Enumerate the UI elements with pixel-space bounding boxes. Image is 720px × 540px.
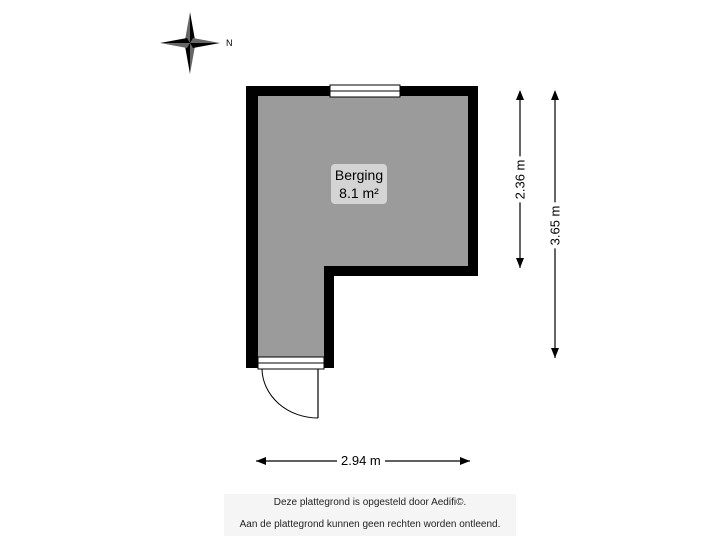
room-name: Berging bbox=[334, 167, 384, 183]
north-label: N bbox=[226, 38, 233, 48]
door bbox=[257, 356, 325, 419]
room-area: 8.1 m² bbox=[339, 185, 379, 201]
compass-icon bbox=[160, 12, 220, 74]
window bbox=[329, 84, 401, 98]
dimension-width: 2.94 m bbox=[337, 453, 385, 468]
disclaimer-footer: Deze plattegrond is opgesteld door Aedif… bbox=[224, 494, 516, 536]
disclaimer-line-1: Deze plattegrond is opgesteld door Aedif… bbox=[273, 497, 467, 508]
room-label: Berging 8.1 m² bbox=[331, 164, 387, 204]
room-floor bbox=[258, 96, 468, 358]
dimension-upper-height: 2.36 m bbox=[512, 156, 528, 203]
dimension-total-height: 3.65 m bbox=[547, 202, 563, 249]
disclaimer-line-2: Aan de plattegrond kunnen geen rechten w… bbox=[239, 519, 501, 530]
